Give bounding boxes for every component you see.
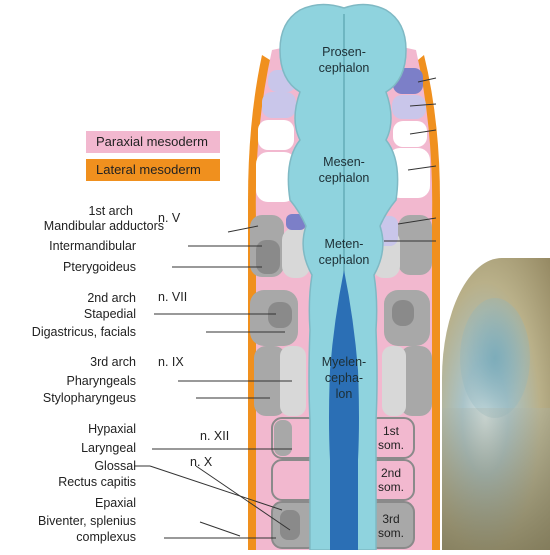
arch3-right-light [382, 346, 406, 416]
legend-paraxial-label: Paraxial mesoderm [96, 134, 208, 149]
leader-glossal-2 [149, 465, 283, 511]
label-biventer: Biventer, splenius [38, 514, 136, 528]
somite-label-2: 2nd som. [377, 466, 404, 494]
label-epaxial: Epaxial [95, 496, 136, 510]
region-prosencephalon: Prosen- cephalon [318, 45, 370, 75]
label-intermandibular: Intermandibular [49, 239, 136, 253]
label-arch2: 2nd arch [87, 291, 136, 305]
block-left-4 [256, 152, 296, 202]
nerve-ix: n. IX [158, 355, 184, 369]
label-laryngeal: Laryngeal [81, 441, 136, 455]
nerve-xii: n. XII [200, 429, 230, 443]
leader-rectus [195, 465, 291, 531]
label-arch1: 1st arch [88, 204, 133, 218]
arch3-right-outer [400, 346, 432, 416]
label-glossal: Glossal [94, 459, 136, 473]
label-hypaxial: Hypaxial [88, 422, 136, 436]
leader-right-1 [417, 77, 437, 83]
block-left-3 [258, 120, 294, 150]
nerve-vii: n. VII [158, 290, 188, 304]
leader-right-3 [409, 129, 437, 135]
arch1-left-inner [256, 240, 280, 274]
leader-right-4 [407, 165, 437, 171]
label-pterygoideus: Pterygoideus [63, 260, 136, 274]
specimen-photo [442, 258, 550, 550]
leader-right-5 [397, 217, 437, 225]
label-stylopharyngeus: Stylopharyngeus [42, 391, 136, 405]
region-metencephalon: Meten- cephalon [318, 237, 370, 267]
legend-lateral-label: Lateral mesoderm [96, 162, 201, 177]
legend-lateral: Lateral mesoderm [86, 159, 220, 181]
arch2-right-inner [392, 300, 414, 326]
arch1-right-outer [398, 215, 432, 275]
arch3-left-light [280, 346, 306, 416]
somite-label-1: 1st som. [377, 424, 404, 452]
region-mesencephalon: Mesen- cephalon [318, 155, 370, 185]
block-right-4 [388, 148, 430, 198]
block-right-2 [392, 95, 426, 119]
label-stapedial: Stapedial [83, 307, 136, 321]
nerve-x: n. X [190, 455, 213, 469]
label-complexus: complexus [76, 530, 136, 544]
arch1-left-purple [286, 214, 306, 230]
leader-right-2 [409, 103, 437, 107]
leader-biventer [199, 521, 241, 537]
label-digastricus: Digastricus, facials [31, 325, 136, 339]
somite-left-1-core [274, 420, 292, 456]
label-pharyngeals: Pharyngeals [66, 374, 137, 388]
nerve-v: n. V [158, 211, 181, 225]
legend-paraxial: Paraxial mesoderm [86, 131, 220, 153]
leader-mandibular [227, 225, 259, 233]
label-mandibular-adductors: Mandibular adductors [43, 219, 164, 233]
block-left-2 [262, 92, 296, 118]
somite-label-3: 3rd som. [377, 512, 404, 540]
somite-left-3-core [280, 510, 300, 540]
label-arch3: 3rd arch [90, 355, 136, 369]
fourth-ventricle [329, 270, 359, 550]
region-myelencephalon: Myelen- cepha- lon [321, 355, 367, 401]
arch2-left-inner [268, 302, 292, 328]
label-rectus-capitis: Rectus capitis [58, 475, 136, 489]
